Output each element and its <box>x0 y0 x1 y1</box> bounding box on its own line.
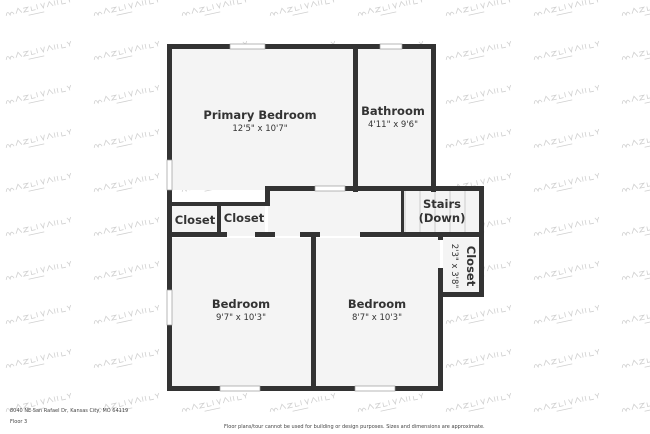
watermark-logo <box>533 128 600 149</box>
watermark-logo <box>445 84 512 105</box>
watermark-logo <box>269 392 336 413</box>
watermark-logo <box>93 84 160 105</box>
watermark-logo <box>93 128 160 149</box>
watermark-logo <box>5 392 72 413</box>
watermark-logo <box>5 128 72 149</box>
watermark-logo <box>445 304 512 325</box>
watermark-logo <box>533 216 600 237</box>
room-closet-middle: Closet <box>224 211 265 225</box>
watermark-logo <box>621 172 650 193</box>
watermark-logo <box>621 0 650 17</box>
watermark-logo <box>181 0 248 17</box>
watermark-logo <box>533 172 600 193</box>
watermark-logo <box>445 348 512 369</box>
watermark-logo <box>93 216 160 237</box>
watermark-logo <box>621 84 650 105</box>
watermark-logo <box>357 392 424 413</box>
watermark-logo <box>445 0 512 17</box>
watermark-logo <box>269 0 336 17</box>
room-closet-left: Closet <box>175 213 216 227</box>
watermark-logo <box>445 392 512 413</box>
room-labels: Primary Bedroom 12'5" x 10'7" Bathroom 4… <box>175 104 478 323</box>
watermark-logo <box>621 304 650 325</box>
watermark-logo <box>533 84 600 105</box>
room-bedroom-2: Bedroom <box>348 297 406 311</box>
watermark-logo <box>445 40 512 61</box>
room-bathroom: Bathroom <box>361 104 425 118</box>
watermark-logo <box>533 304 600 325</box>
watermark-logo <box>621 128 650 149</box>
watermark-logo <box>533 260 600 281</box>
watermark-logo <box>621 260 650 281</box>
room-primary-bedroom: Primary Bedroom <box>203 108 316 122</box>
room-stairs: Stairs <box>423 197 461 211</box>
watermark-logo <box>93 392 160 413</box>
watermark-logo <box>5 216 72 237</box>
watermark-logo <box>93 260 160 281</box>
address: 8040 NE San Rafael Dr, Kansas City, MO 6… <box>10 408 129 414</box>
watermark-logo <box>445 128 512 149</box>
room-bedroom-1: Bedroom <box>212 297 270 311</box>
walls <box>167 44 484 391</box>
watermark-logo <box>93 0 160 17</box>
watermark-logo <box>357 0 424 17</box>
room-floors <box>170 48 483 387</box>
watermark-logo <box>93 348 160 369</box>
room-primary-bedroom-dims: 12'5" x 10'7" <box>232 124 287 134</box>
watermark-logo <box>621 348 650 369</box>
watermark-logo <box>5 40 72 61</box>
floor-label: Floor 3 <box>10 419 28 425</box>
watermark-logo <box>5 84 72 105</box>
watermark-logo <box>621 392 650 413</box>
watermark-logo <box>5 172 72 193</box>
room-bedroom-2-dims: 8'7" x 10'3" <box>352 313 402 323</box>
watermark-logo <box>621 40 650 61</box>
room-stairs-sub: (Down) <box>419 211 466 225</box>
watermark-logo <box>93 172 160 193</box>
room-bathroom-dims: 4'11" x 9'6" <box>368 120 418 130</box>
watermark-logo <box>93 304 160 325</box>
watermark-logo <box>5 0 72 17</box>
room-closet-right-dims: 2'3" x 3'8" <box>449 244 459 289</box>
watermark-logo <box>533 348 600 369</box>
watermark-logo <box>5 304 72 325</box>
watermark-logo <box>621 216 650 237</box>
room-bedroom-1-dims: 9'7" x 10'3" <box>216 313 266 323</box>
watermark-logo <box>533 392 600 413</box>
watermark-logo <box>533 40 600 61</box>
watermark-logo <box>93 40 160 61</box>
room-closet-right: Closet <box>464 246 478 287</box>
watermark-logo <box>533 0 600 17</box>
watermark-logo <box>181 392 248 413</box>
windows <box>166 43 403 392</box>
watermark-logo <box>5 348 72 369</box>
watermark-logo <box>5 260 72 281</box>
stair-treads <box>404 190 466 234</box>
disclaimer: Floor plans/tour cannot be used for buil… <box>224 424 485 430</box>
